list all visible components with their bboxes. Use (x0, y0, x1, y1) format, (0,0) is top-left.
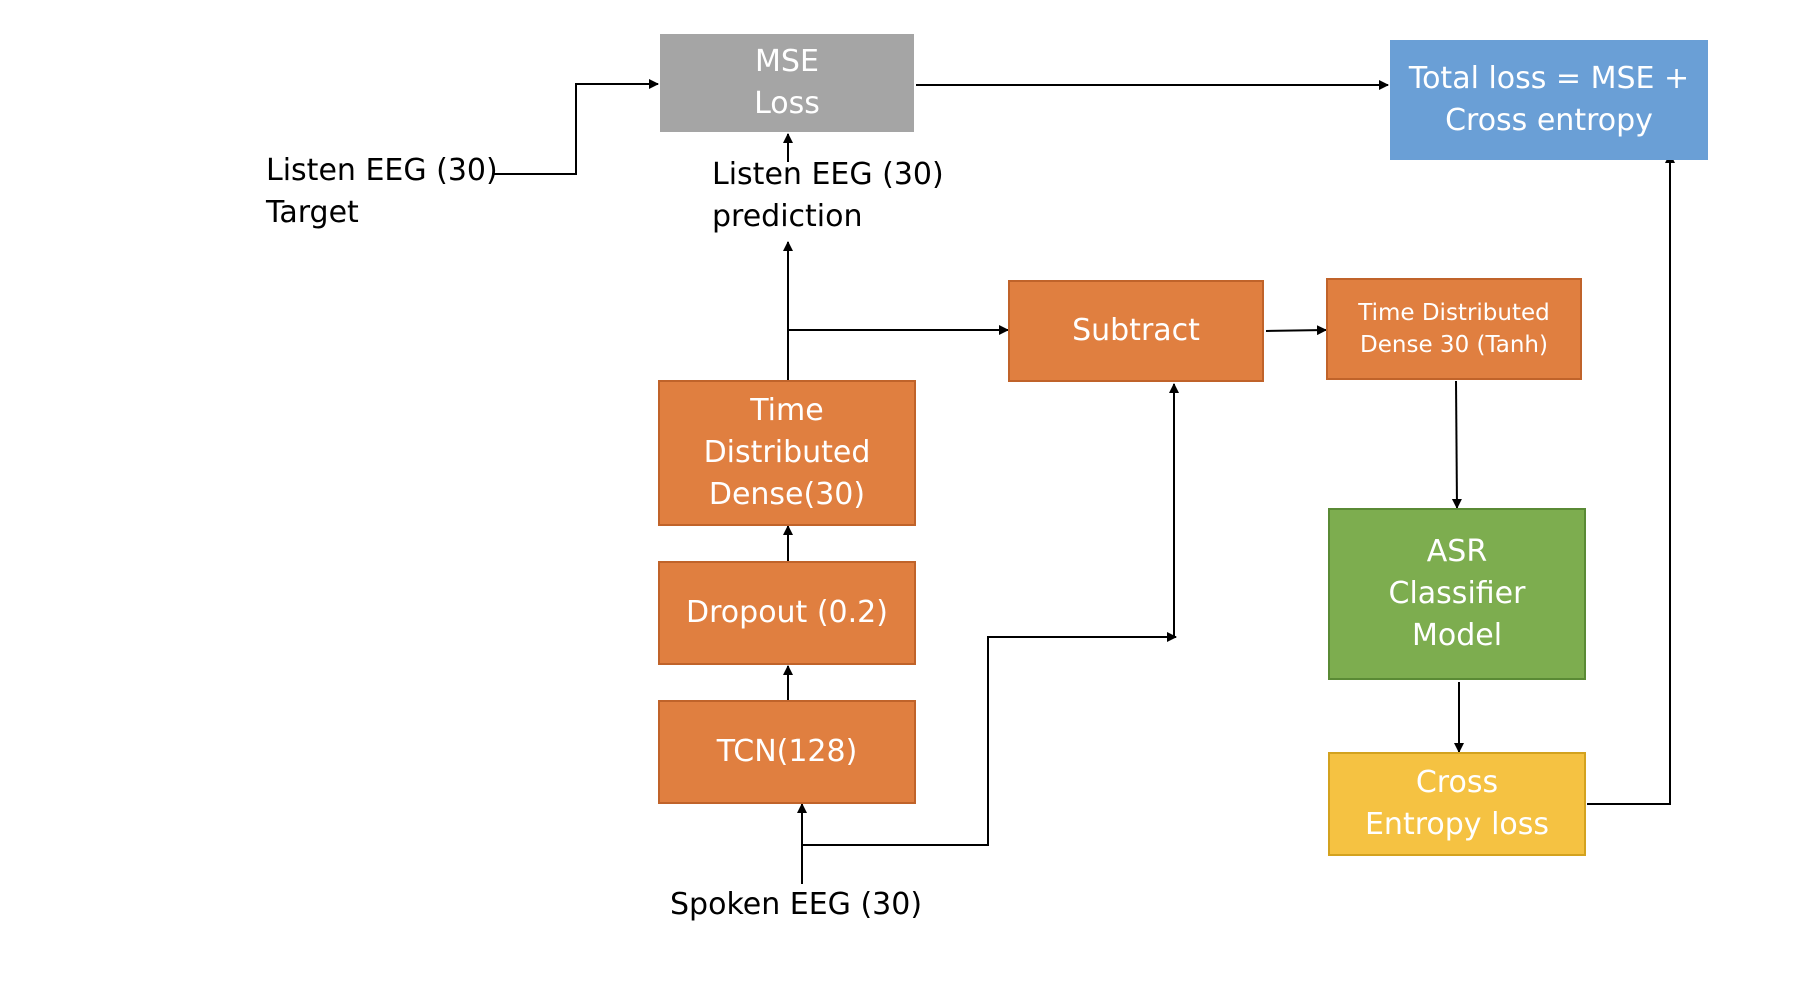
tdd-30-label: Time Distributed Dense(30) (703, 393, 871, 512)
subtract-box: Subtract (1008, 280, 1264, 382)
tcn-label: TCN(128) (716, 734, 858, 769)
spoken-eeg-label: Spoken EEG (30) (670, 887, 923, 922)
tdd-tanh-box: Time Distributed Dense 30 (Tanh) (1326, 278, 1582, 380)
tdd-30-box: Time Distributed Dense(30) (658, 380, 916, 526)
edge-tddtanh-to-asr (1451, 380, 1462, 509)
cross-entropy-label: Cross Entropy loss (1364, 765, 1550, 842)
total-loss-label: Total loss = MSE + Cross entropy (1408, 61, 1690, 138)
edge-crossentropy-to-total (1587, 153, 1675, 805)
listen-target-label: Listen EEG (30) Target (266, 153, 498, 230)
edge-spoken-to-subtract (802, 383, 1179, 846)
dropout-box: Dropout (0.2) (658, 561, 916, 665)
tcn-box: TCN(128) (658, 700, 916, 804)
mse-loss-box: MSE Loss (660, 34, 914, 132)
listen-prediction-label: Listen EEG (30) prediction (712, 157, 944, 234)
asr-label: ASR Classifier Model (1388, 534, 1526, 653)
edge-target-to-mse (492, 79, 659, 175)
tdd-tanh-label: Time Distributed Dense 30 (Tanh) (1358, 299, 1550, 358)
dropout-label: Dropout (0.2) (686, 595, 888, 630)
cross-entropy-box: Cross Entropy loss (1328, 752, 1586, 856)
subtract-label: Subtract (1072, 313, 1200, 348)
asr-box: ASR Classifier Model (1328, 508, 1586, 680)
mse-loss-label: MSE Loss (754, 44, 820, 121)
edge-subtract-to-tddtanh (1265, 325, 1327, 336)
total-loss-box: Total loss = MSE + Cross entropy (1390, 40, 1708, 160)
